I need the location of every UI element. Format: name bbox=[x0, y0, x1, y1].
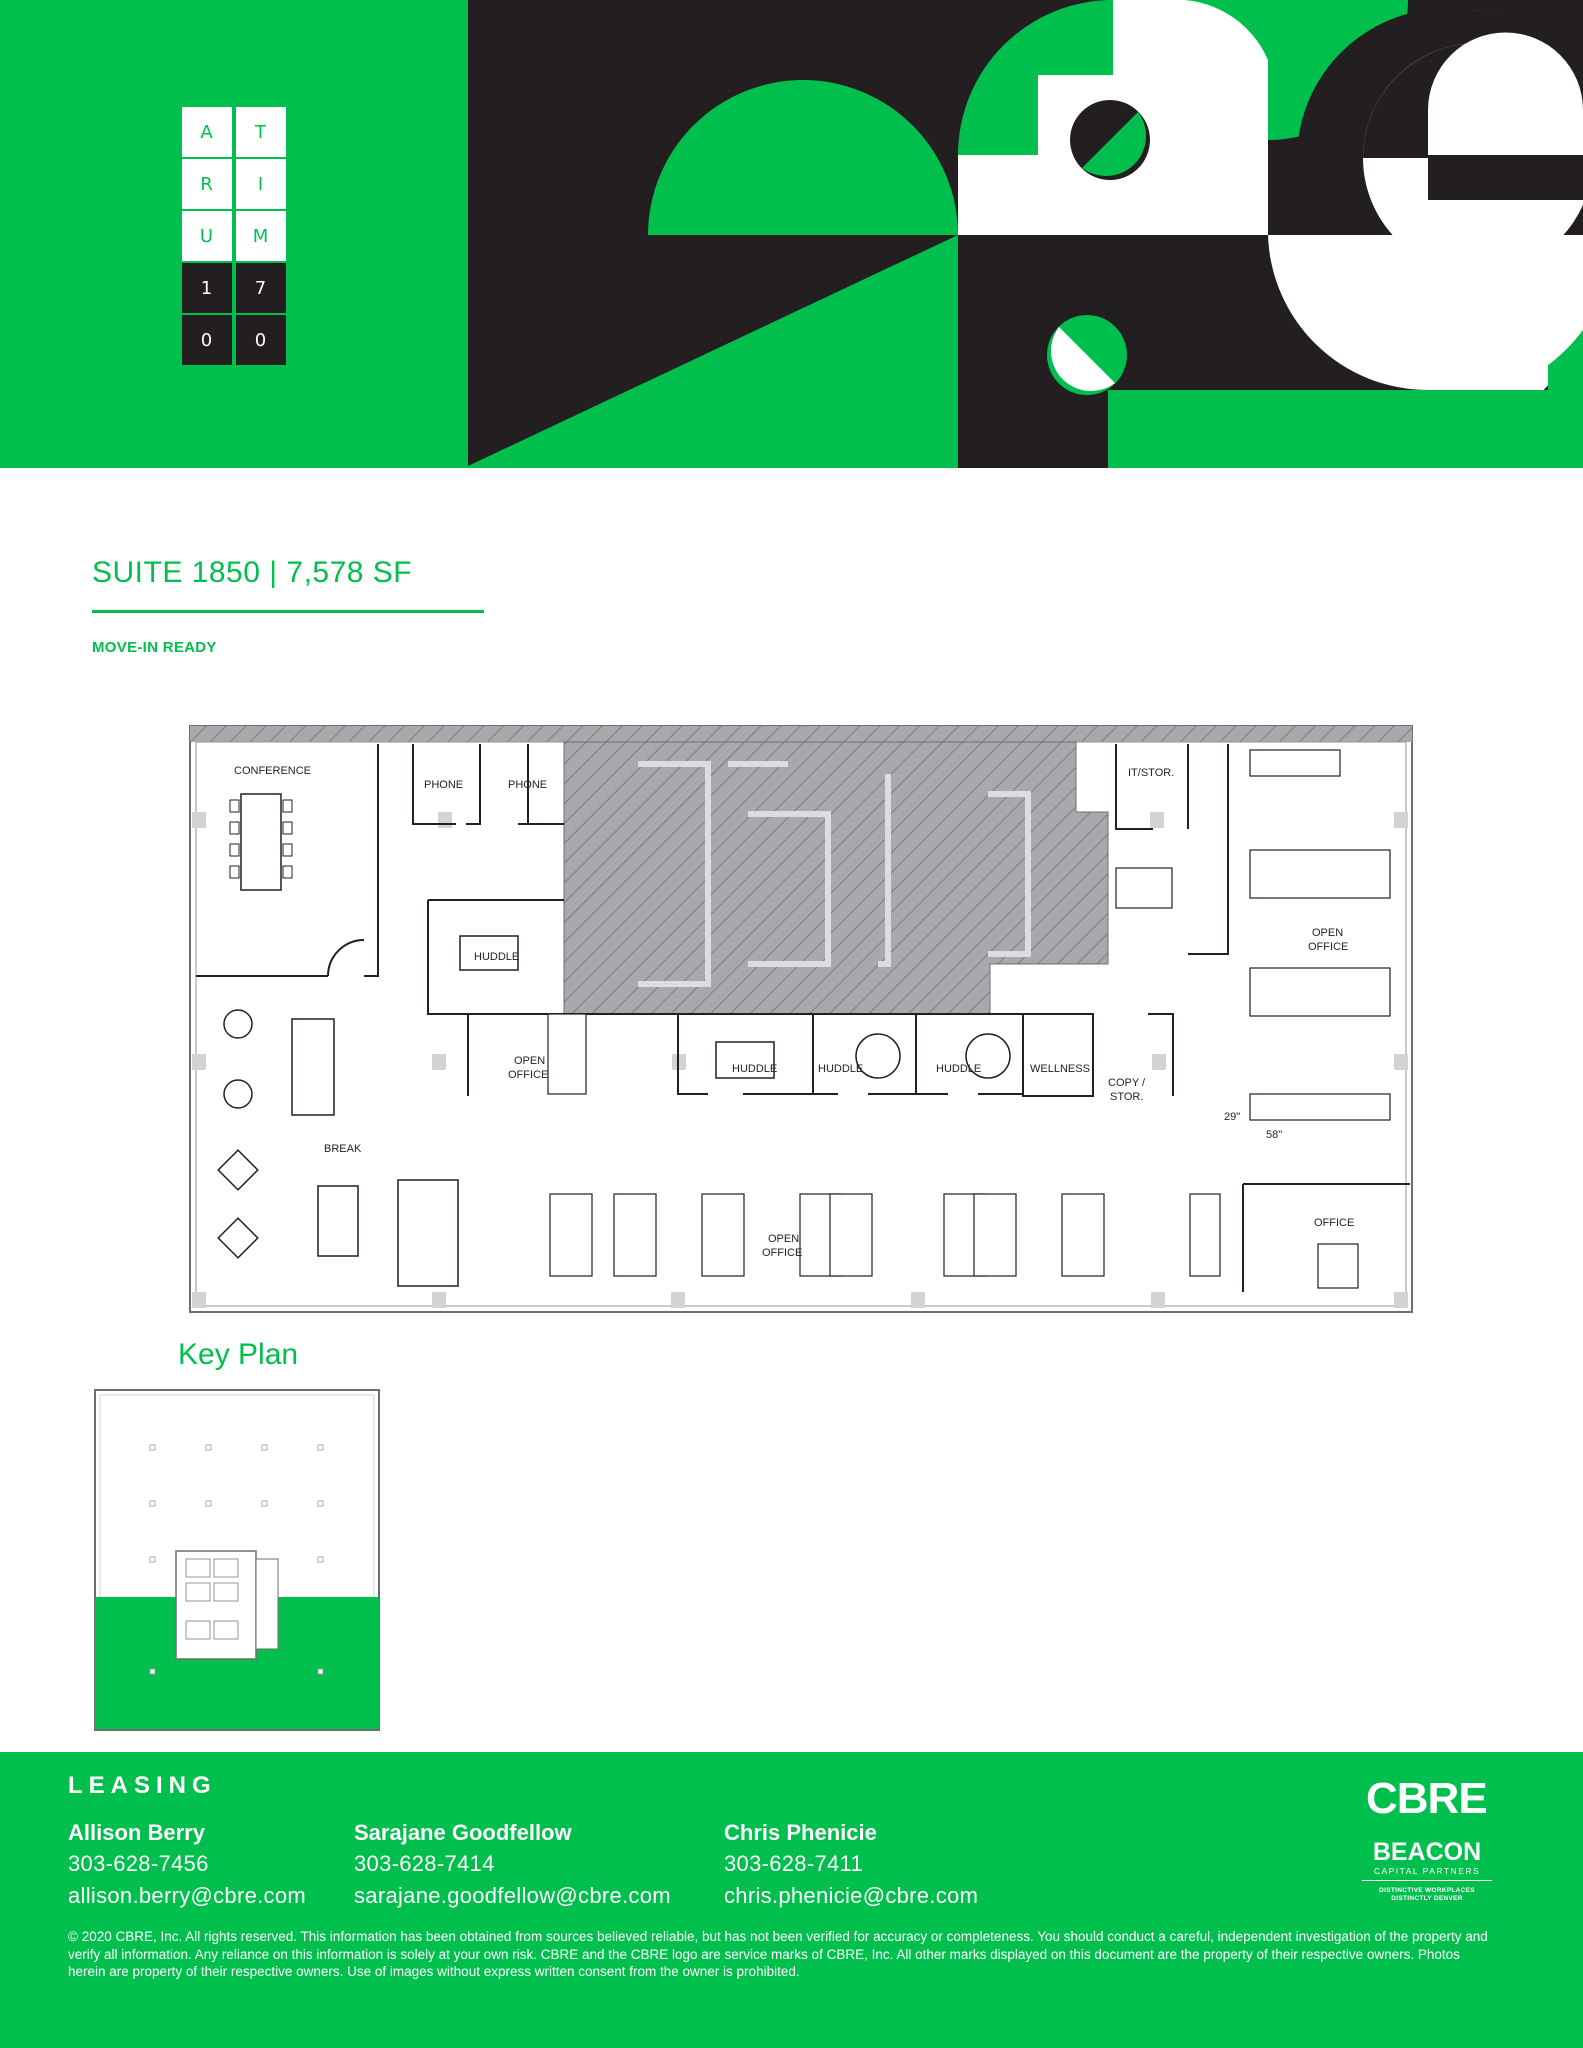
room-label-open-office: OPEN bbox=[1312, 927, 1343, 939]
logo-letter: R bbox=[182, 159, 232, 209]
beacon-tagline: DISTINCTIVE WORKPLACES bbox=[1379, 1887, 1475, 1894]
contact-email[interactable]: chris.phenicie@cbre.com bbox=[724, 1883, 979, 1908]
key-plan-title: Key Plan bbox=[178, 1338, 299, 1371]
contact-name: Allison Berry bbox=[68, 1820, 205, 1845]
geometric-header-art bbox=[468, 0, 1583, 468]
contact-card: Allison Berry 303-628-7456 allison.berry… bbox=[68, 1818, 306, 1912]
room-label-it-storage: IT/STOR. bbox=[1128, 767, 1174, 779]
logo-letter: M bbox=[236, 211, 286, 261]
room-label-huddle: HUDDLE bbox=[474, 951, 519, 963]
room-label-copy-storage: STOR. bbox=[1110, 1091, 1143, 1103]
room-label-phone: PHONE bbox=[424, 779, 463, 791]
contact-phone[interactable]: 303-628-7411 bbox=[724, 1851, 863, 1876]
room-label-wellness: WELLNESS bbox=[1030, 1063, 1090, 1075]
room-label-open-office: OFFICE bbox=[1308, 941, 1348, 953]
contact-name: Sarajane Goodfellow bbox=[354, 1820, 572, 1845]
room-label-phone: PHONE bbox=[508, 779, 547, 791]
logo-letter: U bbox=[182, 211, 232, 261]
room-label-break: BREAK bbox=[324, 1143, 362, 1155]
logo-letter: 0 bbox=[182, 315, 232, 365]
atrium-1700-logo: A T R I U M 1 7 0 0 bbox=[182, 107, 286, 365]
logo-letter: 7 bbox=[236, 263, 286, 313]
beacon-capital-logo: BEACON CAPITAL PARTNERS DISTINCTIVE WORK… bbox=[1362, 1838, 1492, 1903]
room-label-open-office: OPEN bbox=[768, 1233, 799, 1245]
contact-email[interactable]: allison.berry@cbre.com bbox=[68, 1883, 307, 1908]
room-label-huddle: HUDDLE bbox=[936, 1063, 981, 1075]
suite-status: MOVE-IN READY bbox=[92, 639, 217, 656]
room-label-office: OFFICE bbox=[1314, 1217, 1354, 1229]
contact-card: Sarajane Goodfellow 303-628-7414 sarajan… bbox=[354, 1818, 671, 1912]
room-label-open-office: OPEN bbox=[514, 1055, 545, 1067]
legal-disclaimer: © 2020 CBRE, Inc. All rights reserved. T… bbox=[68, 1929, 1488, 1979]
room-label-open-office: OFFICE bbox=[508, 1069, 548, 1081]
room-label-open-office: OFFICE bbox=[762, 1247, 802, 1259]
logo-letter: 1 bbox=[182, 263, 232, 313]
contact-card: Chris Phenicie 303-628-7411 chris.phenic… bbox=[724, 1818, 978, 1912]
logo-letter: I bbox=[236, 159, 286, 209]
beacon-subtitle: CAPITAL PARTNERS bbox=[1362, 1866, 1492, 1881]
logo-letter: 0 bbox=[236, 315, 286, 365]
floor-plan: CONFERENCE PHONE PHONE IT/STOR. OPEN OFF… bbox=[189, 725, 1413, 1313]
contact-phone[interactable]: 303-628-7414 bbox=[354, 1851, 495, 1876]
room-label-huddle: HUDDLE bbox=[732, 1063, 777, 1075]
room-label-conference: CONFERENCE bbox=[234, 765, 311, 777]
beacon-name: BEACON bbox=[1372, 1838, 1482, 1866]
room-label-copy-storage: COPY / bbox=[1108, 1077, 1146, 1089]
suite-title: SUITE 1850 | 7,578 SF bbox=[92, 556, 413, 589]
beacon-tagline: DISTINCTLY DENVER bbox=[1391, 1895, 1463, 1902]
leasing-heading: LEASING bbox=[68, 1772, 217, 1799]
logo-letter: T bbox=[236, 107, 286, 157]
room-label-huddle: HUDDLE bbox=[818, 1063, 863, 1075]
footer: LEASING Allison Berry 303-628-7456 allis… bbox=[0, 1752, 1583, 2048]
contact-email[interactable]: sarajane.goodfellow@cbre.com bbox=[354, 1883, 671, 1908]
logo-letter: A bbox=[182, 107, 232, 157]
title-divider bbox=[92, 610, 484, 613]
cbre-logo: CBRE bbox=[1366, 1774, 1488, 1823]
contact-name: Chris Phenicie bbox=[724, 1820, 877, 1845]
dimension-label: 58" bbox=[1266, 1129, 1282, 1141]
dimension-label: 29" bbox=[1224, 1111, 1240, 1123]
header-banner: A T R I U M 1 7 0 0 bbox=[0, 0, 1583, 468]
contact-phone[interactable]: 303-628-7456 bbox=[68, 1851, 209, 1876]
key-plan bbox=[94, 1389, 380, 1731]
